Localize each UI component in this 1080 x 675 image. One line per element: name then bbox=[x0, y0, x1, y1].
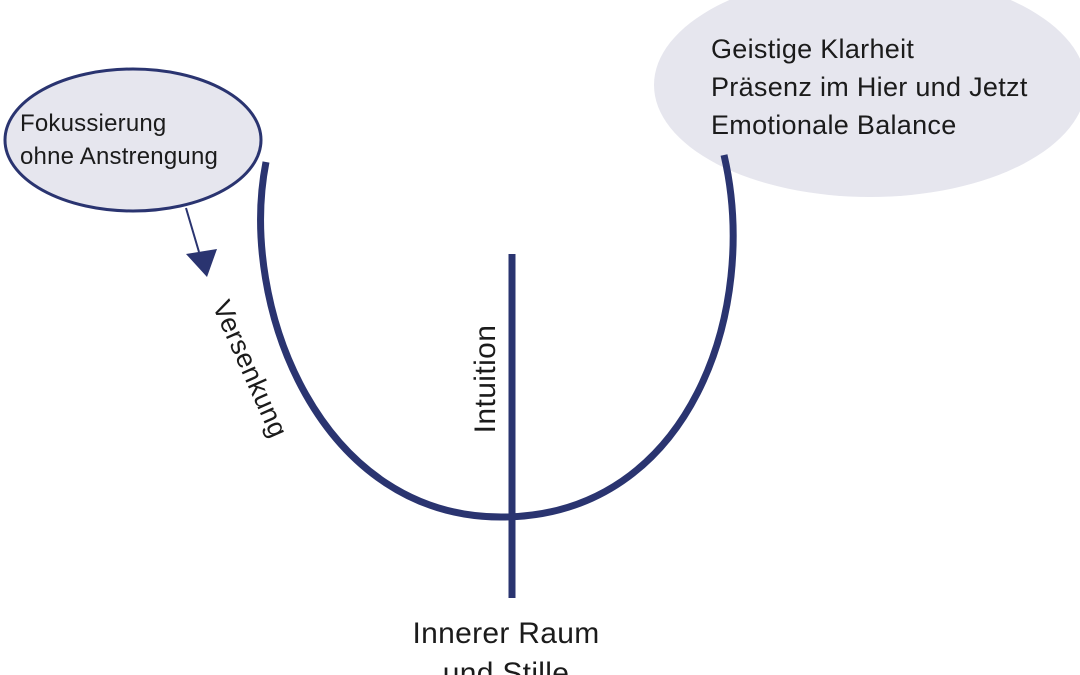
right-bubble-line: Präsenz im Hier und Jetzt bbox=[711, 72, 1028, 102]
right-bubble-text: Geistige Klarheit Präsenz im Hier und Je… bbox=[711, 30, 1028, 144]
left-bubble-line: ohne Anstrengung bbox=[20, 143, 219, 170]
intuition-label: Intuition bbox=[469, 324, 502, 434]
right-bubble-line: Emotionale Balance bbox=[711, 110, 957, 140]
right-bubble-line: Geistige Klarheit bbox=[711, 34, 915, 64]
u-curve bbox=[257, 154, 737, 521]
arrow-shaft bbox=[185, 207, 200, 253]
left-bubble-text: Fokussierung ohne Anstrengung bbox=[20, 107, 218, 173]
left-bubble-line: Fokussierung bbox=[20, 110, 167, 137]
left-bubble bbox=[3, 67, 263, 213]
bottom-label: Innerer Raum und Stille bbox=[412, 614, 599, 675]
bottom-label-line: und Stille bbox=[442, 657, 570, 675]
right-bubble bbox=[654, 0, 1080, 197]
bottom-label-line: Innerer Raum bbox=[412, 617, 600, 650]
arrow-down-icon bbox=[186, 249, 217, 277]
